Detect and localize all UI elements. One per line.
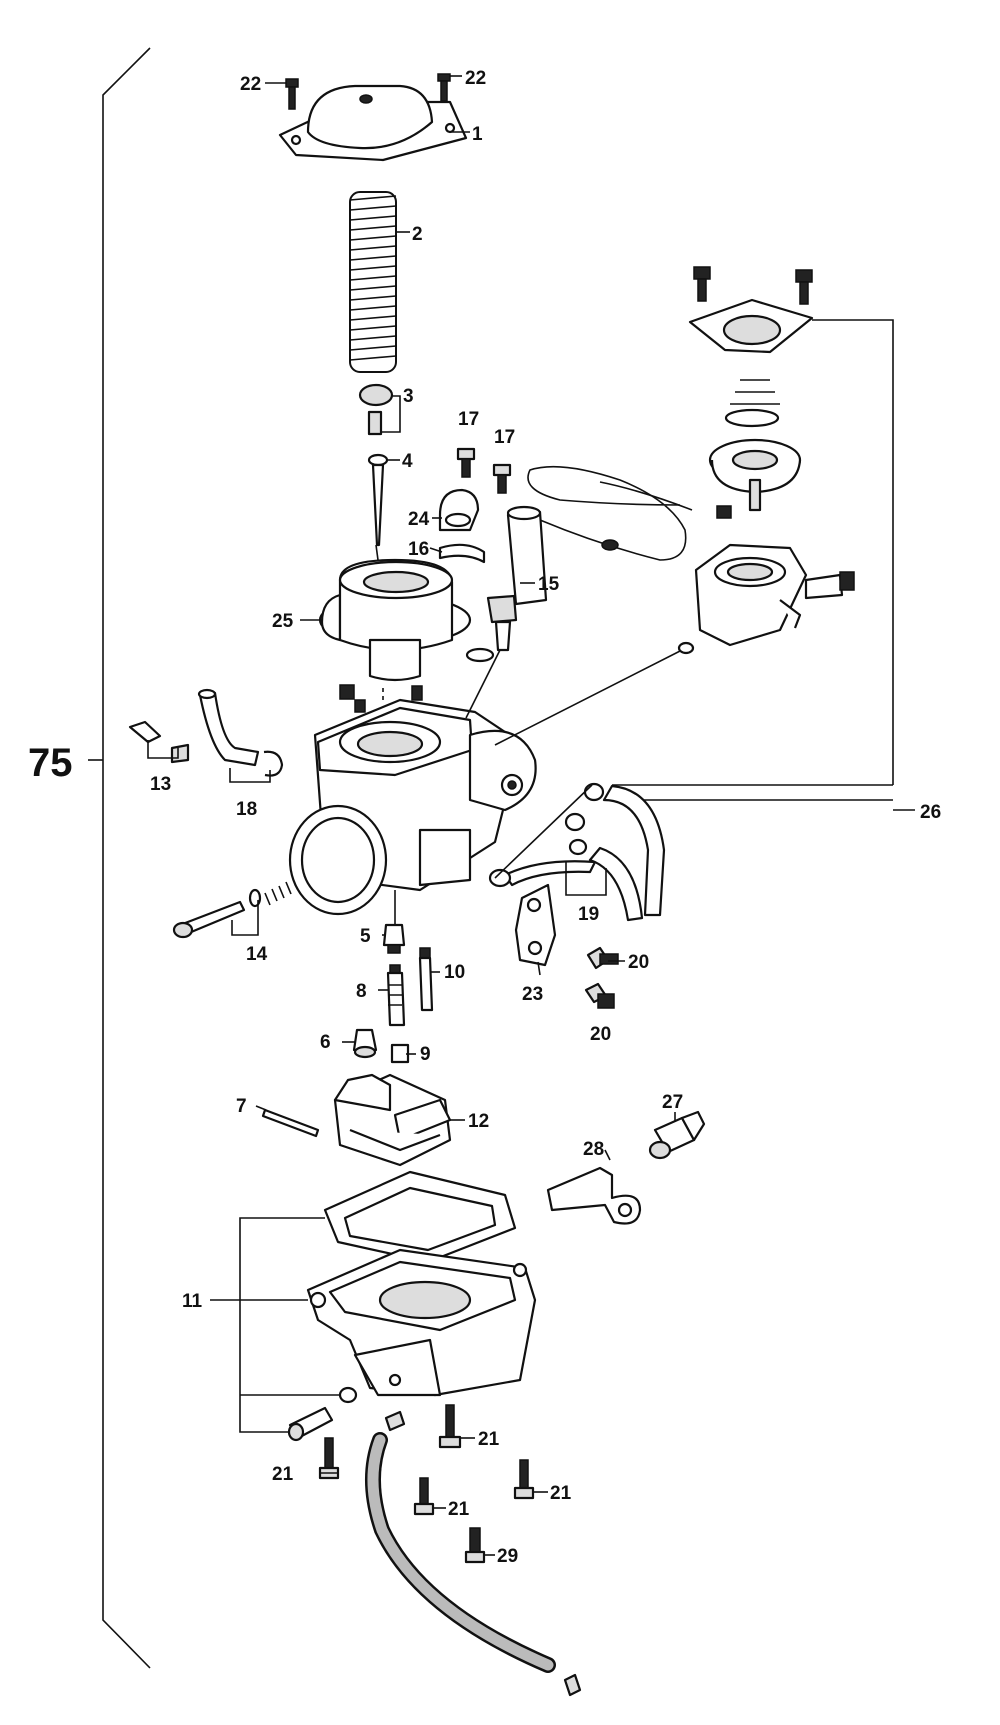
label-10: 10: [444, 962, 465, 983]
part-26-bracket: [612, 319, 915, 811]
clip-part: [438, 543, 486, 564]
float-bowl-part: [306, 1170, 537, 1397]
label-21-top: 21: [478, 1429, 500, 1450]
jets-parts: [382, 923, 434, 1064]
fitting-part-13: [128, 720, 190, 764]
float-valve-part: [352, 1028, 378, 1059]
drain-screw-part: [287, 1386, 406, 1442]
screw-part-20: [584, 946, 619, 1009]
screw-part-22: [285, 73, 451, 110]
bracket-part-28: [546, 1166, 642, 1225]
drain-hose-part: [365, 1432, 582, 1697]
label-11: 11: [182, 1291, 203, 1312]
label-5: 5: [360, 926, 371, 947]
label-16: 16: [408, 539, 429, 560]
part-11-bracket: [210, 1217, 348, 1433]
float-part: [333, 1073, 452, 1167]
label-26: 26: [920, 802, 941, 823]
jet-needle-part: [367, 453, 389, 547]
diaphragm-piston-part: [318, 558, 472, 682]
label-29: 29: [497, 1546, 518, 1567]
label-24: 24: [408, 509, 430, 530]
label-21-left: 21: [272, 1464, 294, 1485]
label-18: 18: [236, 799, 257, 820]
label-17-left: 17: [458, 409, 479, 430]
label-21-middle: 21: [448, 1499, 470, 1520]
label-2: 2: [412, 224, 423, 245]
spring-part: [349, 191, 397, 373]
label-17-right: 17: [494, 427, 515, 448]
label-4: 4: [402, 451, 413, 472]
label-27: 27: [662, 1092, 683, 1113]
starter-solenoid-part: [465, 505, 548, 663]
wire-harness-part: [527, 465, 693, 561]
screw-part-29: [464, 1527, 486, 1564]
label-22-right: 22: [465, 68, 486, 89]
label-1: 1: [472, 124, 483, 145]
assembly-number: 75: [28, 741, 73, 785]
label-7: 7: [236, 1096, 247, 1117]
leader-lines: [375, 544, 687, 925]
label-20-upper: 20: [628, 952, 649, 973]
label-22-left: 22: [240, 74, 261, 95]
screw-part-17: [456, 447, 512, 494]
label-25: 25: [272, 611, 294, 632]
label-28: 28: [583, 1139, 604, 1160]
label-23: 23: [522, 984, 543, 1005]
retainer-part: [358, 383, 394, 436]
label-8: 8: [356, 981, 367, 1002]
label-13: 13: [150, 774, 171, 795]
sensor-part-27: [648, 1110, 706, 1160]
bracket-part-23: [514, 883, 557, 967]
part-number-labels: 22 22 1 2 3 4 17 17 24 16 15 25 13 18 26…: [150, 68, 941, 1567]
label-6: 6: [320, 1032, 331, 1053]
hose-part-18: [197, 688, 284, 777]
screw-part-21: [318, 1404, 535, 1516]
label-3: 3: [403, 386, 414, 407]
hose-part-19: [488, 782, 666, 922]
label-15: 15: [538, 574, 560, 595]
assembly-bracket: [88, 47, 151, 1669]
enrichener-assembly-part: [677, 266, 855, 655]
carburetor-body-part: [288, 684, 537, 916]
top-cover-part: [278, 84, 468, 162]
clamp-part: [438, 488, 480, 532]
label-9: 9: [420, 1044, 431, 1065]
label-20-lower: 20: [590, 1024, 611, 1045]
label-21-right: 21: [550, 1483, 572, 1504]
label-leaders: [147, 75, 676, 1556]
float-pin-part: [261, 1108, 320, 1138]
label-12: 12: [468, 1111, 489, 1132]
label-19: 19: [578, 904, 599, 925]
idle-screw-part-14: [172, 881, 292, 939]
label-14: 14: [246, 944, 268, 965]
